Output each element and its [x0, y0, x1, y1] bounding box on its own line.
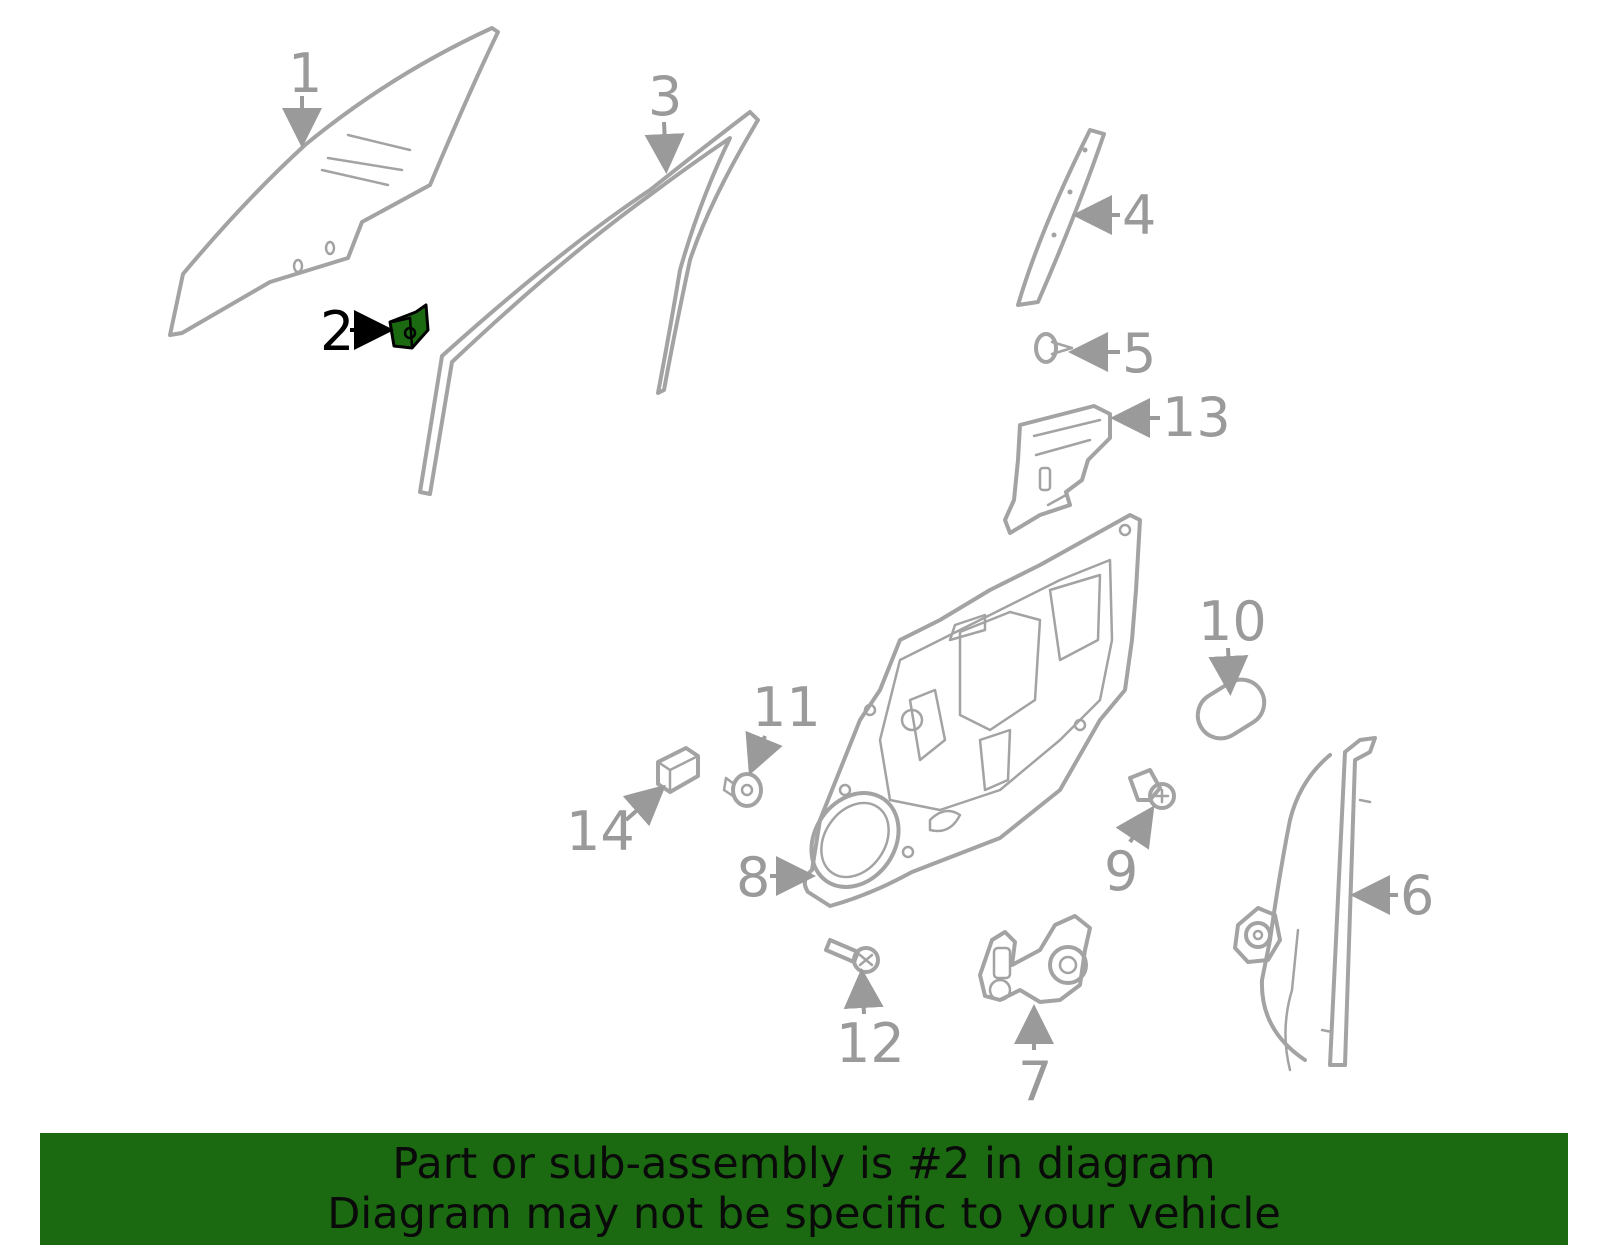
part-2-glass-clip	[388, 303, 430, 350]
part-12-bolt	[824, 938, 880, 974]
part-5-clip	[1034, 332, 1074, 364]
callout-3: 3	[648, 65, 682, 128]
callout-7: 7	[1018, 1050, 1052, 1113]
callout-1: 1	[288, 42, 322, 105]
callout-14: 14	[566, 800, 635, 863]
part-14-pad	[656, 746, 700, 794]
part-1-door-glass	[168, 26, 500, 337]
callout-8: 8	[736, 846, 770, 909]
info-banner: Part or sub-assembly is #2 in diagram Di…	[40, 1133, 1568, 1245]
part-9-clip	[1128, 768, 1176, 810]
callout-5: 5	[1122, 322, 1156, 385]
callout-4: 4	[1122, 184, 1156, 247]
part-11-push-clip	[722, 772, 763, 808]
part-6-window-regulator	[1233, 736, 1377, 1072]
part-13-bracket	[1003, 404, 1112, 535]
callout-12: 12	[836, 1012, 905, 1075]
callout-11: 11	[752, 676, 821, 739]
callout-9: 9	[1104, 840, 1138, 903]
callout-13: 13	[1162, 386, 1231, 449]
part-8-door-module	[802, 513, 1142, 908]
banner-line-part-number: Part or sub-assembly is #2 in diagram	[392, 1139, 1216, 1189]
banner-line-disclaimer: Diagram may not be specific to your vehi…	[327, 1189, 1281, 1239]
part-4-division-bar	[1016, 128, 1106, 307]
callout-10: 10	[1198, 590, 1267, 653]
part-3-glass-run-channel	[418, 110, 760, 496]
part-7-window-motor	[978, 914, 1092, 1004]
callout-6: 6	[1400, 864, 1434, 927]
callout-arrows	[282, 96, 1398, 1050]
callout-2: 2	[320, 300, 354, 363]
